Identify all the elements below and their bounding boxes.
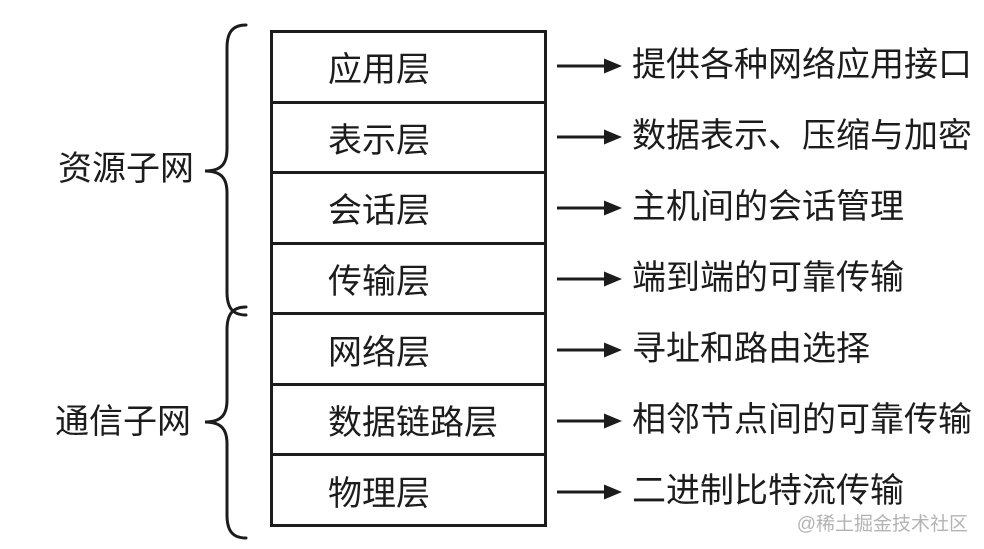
- layer-row-3: 会话层: [273, 171, 544, 242]
- layer-description-row-4: 端到端的可靠传输: [556, 259, 904, 299]
- layer-name: 传输层: [328, 264, 430, 302]
- layer-name: 网络层: [328, 334, 430, 372]
- layer-name: 会话层: [328, 193, 430, 231]
- right-arrow-icon: [557, 58, 622, 73]
- right-arrow-icon: [557, 342, 622, 357]
- layer-name: 表示层: [328, 122, 430, 160]
- layer-row-2: 表示层: [273, 100, 544, 172]
- layer-description-row-3: 主机间的会话管理: [556, 188, 904, 228]
- layer-description-row-7: 二进制比特流传输: [556, 472, 904, 512]
- layer-description-row-1: 提供各种网络应用接口: [556, 46, 972, 86]
- right-arrow-icon: [557, 271, 622, 286]
- brace-communication-subnet: [204, 305, 248, 540]
- layer-row-4: 传输层: [273, 241, 544, 313]
- right-arrow-icon: [557, 413, 622, 428]
- layer-row-7: 物理层: [273, 453, 544, 524]
- layer-description: 端到端的可靠传输: [632, 259, 904, 297]
- right-arrow-icon: [557, 484, 622, 499]
- layer-row-1: 应用层: [273, 33, 544, 101]
- layer-name: 数据链路层: [328, 405, 498, 443]
- layer-description: 提供各种网络应用接口: [632, 46, 972, 84]
- layer-row-5: 网络层: [273, 312, 544, 383]
- layer-name: 应用层: [328, 52, 430, 90]
- right-arrow-icon: [557, 129, 622, 144]
- layer-name: 物理层: [328, 475, 430, 513]
- group-label-communication-subnet: 通信子网: [55, 404, 191, 441]
- layer-description-row-6: 相邻节点间的可靠传输: [556, 401, 972, 441]
- layer-description: 数据表示、压缩与加密: [632, 117, 972, 155]
- layer-description: 主机间的会话管理: [632, 188, 904, 226]
- right-arrow-icon: [557, 200, 622, 215]
- watermark: @稀土掘金技术社区: [796, 514, 968, 535]
- layer-description: 二进制比特流传输: [632, 472, 904, 510]
- layer-stack: 应用层表示层会话层传输层网络层数据链路层物理层: [270, 30, 547, 527]
- layer-row-6: 数据链路层: [273, 382, 544, 454]
- layer-description-row-2: 数据表示、压缩与加密: [556, 117, 972, 157]
- layer-description: 相邻节点间的可靠传输: [632, 401, 972, 439]
- brace-resource-subnet: [204, 23, 248, 317]
- group-label-resource-subnet: 资源子网: [58, 151, 194, 188]
- layer-description-row-5: 寻址和路由选择: [556, 330, 870, 370]
- layer-description: 寻址和路由选择: [632, 330, 870, 368]
